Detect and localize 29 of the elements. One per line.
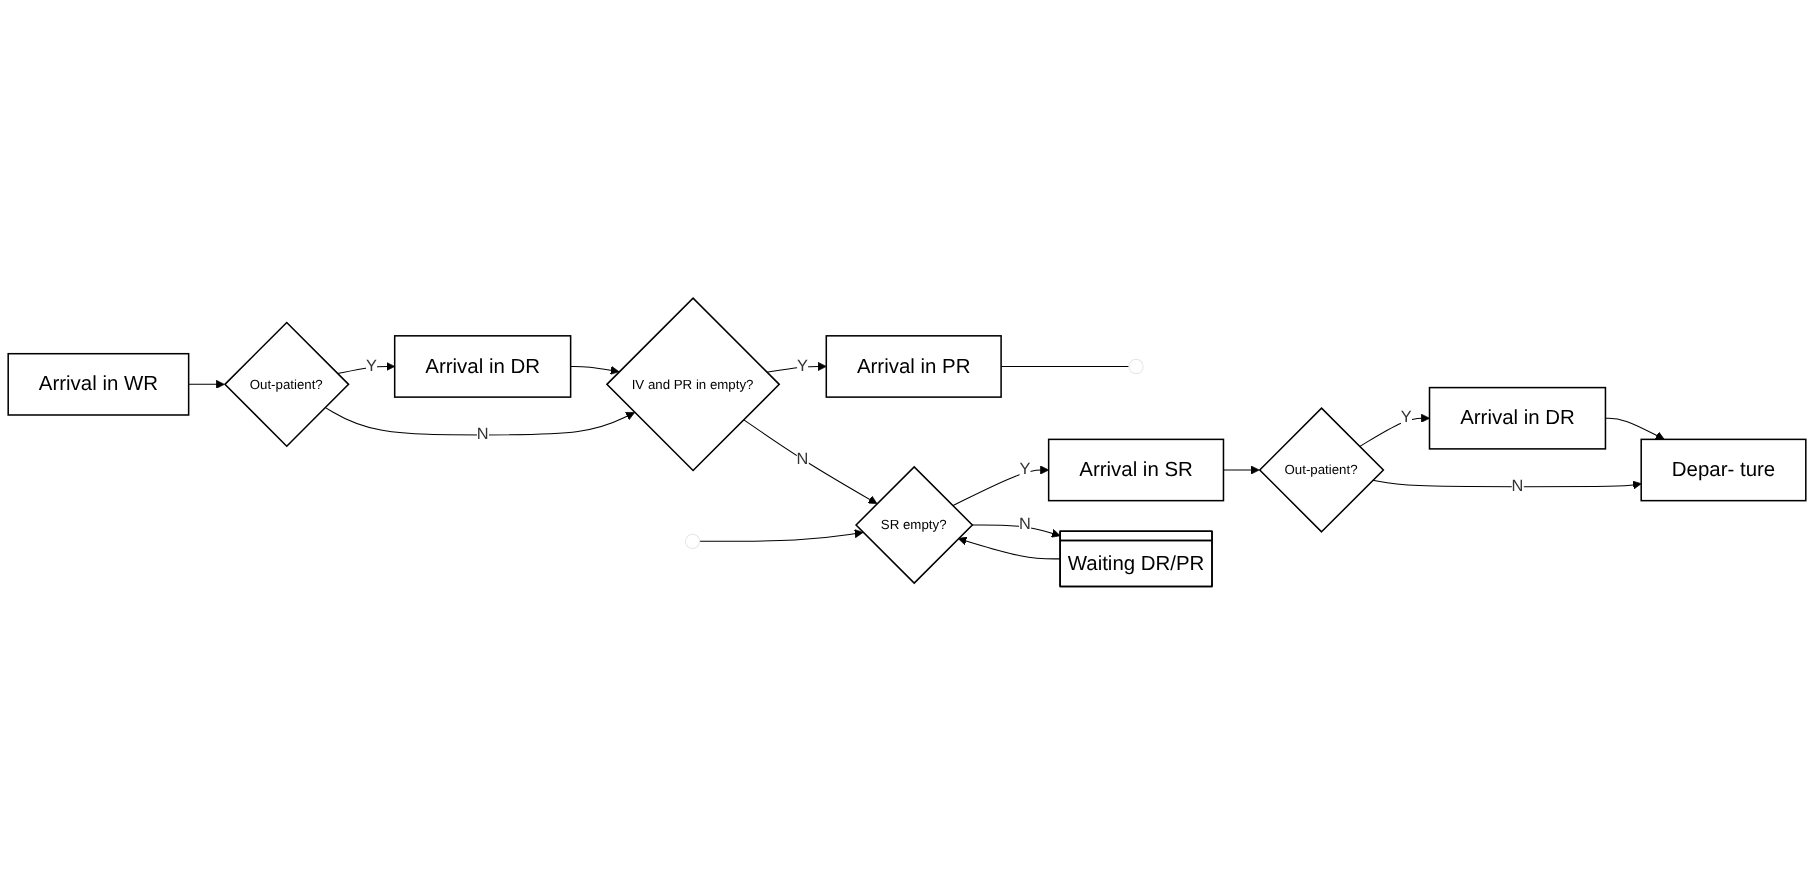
arrow (1604, 418, 1665, 441)
arrow (188, 380, 225, 390)
edge-label: Y (1019, 461, 1031, 479)
arrow (971, 525, 1061, 539)
node-box: Arrival in SR (1047, 439, 1225, 503)
arrow (336, 362, 396, 375)
arrow (957, 537, 1061, 561)
node-box: Arrival in PR (825, 335, 1002, 399)
edge-label: N (476, 426, 489, 444)
edge-label: Y (365, 357, 377, 376)
node-box: Arrival in WR (7, 353, 190, 417)
edge-label: N (1511, 478, 1524, 496)
arrow (699, 529, 864, 543)
edge-label: N (796, 451, 809, 470)
arrow (1222, 466, 1260, 476)
arrow (1372, 480, 1642, 491)
arrow (324, 407, 635, 437)
arrow (570, 366, 620, 376)
node-box: Arrival in DR (1428, 387, 1607, 451)
edge-label: Y (797, 357, 808, 376)
arrow (1358, 414, 1430, 448)
connector (1000, 366, 1130, 368)
edge-label: N (1018, 516, 1031, 534)
edge-label: Y (1400, 409, 1412, 428)
node-box: Depar- ture (1640, 439, 1807, 503)
node-box: Arrival in DR (393, 335, 572, 399)
arrow (743, 419, 878, 505)
arrow (952, 466, 1050, 507)
arrow (766, 362, 827, 374)
